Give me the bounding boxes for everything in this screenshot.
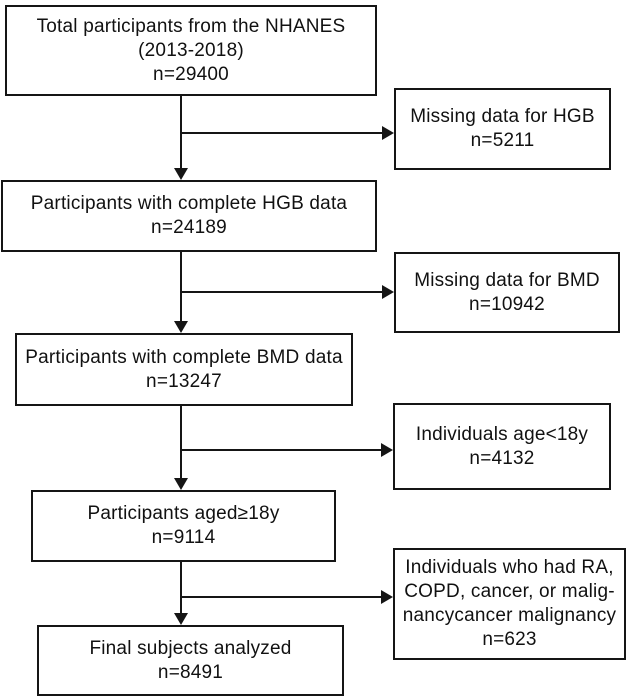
box-text-line: Individuals who had RA, xyxy=(405,557,614,578)
connector-horizontal-line xyxy=(181,291,383,293)
connector-horizontal-line xyxy=(181,449,382,451)
arrow-right-icon xyxy=(382,285,394,299)
box-text-line: Total participants from the NHANES xyxy=(36,15,346,37)
arrow-down-icon xyxy=(174,168,188,180)
box-final-subjects: Final subjects analyzed n=8491 xyxy=(37,625,344,696)
box-missing-hgb: Missing data for HGB n=5211 xyxy=(394,88,611,170)
box-complete-hgb: Participants with complete HGB data n=24… xyxy=(1,180,377,252)
arrow-right-icon xyxy=(382,126,394,140)
box-text-line: n=623 xyxy=(482,629,537,650)
box-text-line: Participants with complete BMD data xyxy=(25,346,343,368)
arrow-down-icon xyxy=(174,321,188,333)
box-text-line: n=29400 xyxy=(153,63,229,85)
connector-horizontal-line xyxy=(181,596,382,598)
box-text-line: n=9114 xyxy=(151,527,216,548)
box-text-line: nancycancer malignancy xyxy=(402,605,617,626)
box-text-line: n=13247 xyxy=(146,370,222,392)
box-text-line: COPD, cancer, or malig- xyxy=(404,581,615,602)
box-text-line: Final subjects analyzed xyxy=(89,637,292,659)
box-text-line: n=4132 xyxy=(469,447,535,469)
box-complete-bmd: Participants with complete BMD data n=13… xyxy=(15,333,353,406)
box-text-line: (2013-2018) xyxy=(138,39,244,61)
box-text-line: n=5211 xyxy=(470,130,535,151)
box-text-line: Missing data for BMD xyxy=(414,269,600,291)
box-text-line: Missing data for HGB xyxy=(410,106,595,127)
box-text-line: n=24189 xyxy=(151,217,227,238)
box-missing-bmd: Missing data for BMD n=10942 xyxy=(394,252,620,333)
connector-vertical-line xyxy=(180,561,182,614)
box-total-participants: Total participants from the NHANES (2013… xyxy=(5,5,377,96)
connector-horizontal-line xyxy=(181,132,383,134)
box-text-line: Participants with complete HGB data xyxy=(30,193,348,214)
arrow-down-icon xyxy=(174,478,188,490)
box-text-line: Individuals age<18y xyxy=(415,423,589,445)
box-text-line: Participants aged≥18y xyxy=(87,503,280,524)
connector-vertical-line xyxy=(180,252,182,322)
box-text-line: n=8491 xyxy=(157,661,224,683)
box-aged-18-plus: Participants aged≥18y n=9114 xyxy=(31,490,336,562)
connector-vertical-line xyxy=(180,406,182,479)
arrow-right-icon xyxy=(381,443,393,457)
box-age-under-18: Individuals age<18y n=4132 xyxy=(393,403,611,490)
arrow-right-icon xyxy=(381,590,393,604)
arrow-down-icon xyxy=(174,613,188,625)
box-text-line: n=10942 xyxy=(469,293,545,315)
box-comorbidity-exclusion: Individuals who had RA, COPD, cancer, or… xyxy=(393,548,626,660)
